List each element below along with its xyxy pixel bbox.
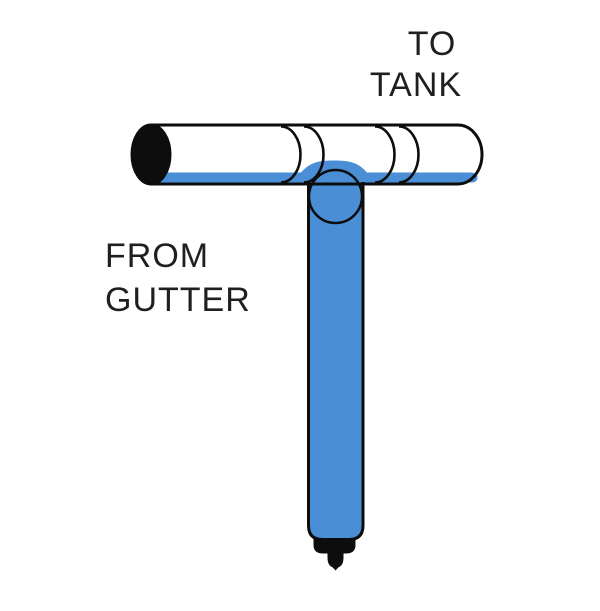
horizontal-pipe-outline — [149, 123, 484, 186]
horizontal-pipe-body — [151, 125, 482, 184]
outlet-cap — [313, 539, 356, 554]
label-to-tank-line2: TANK — [370, 66, 462, 104]
label-from-gutter-line2: GUTTER — [105, 281, 251, 319]
pipe-open-end — [130, 123, 172, 186]
water-level-and-mound — [153, 160, 478, 183]
water-drip — [327, 553, 344, 571]
coupling-arc-2 — [303, 125, 325, 184]
label-to-tank-line1: TO — [408, 25, 457, 63]
junction-outlet-circle — [307, 168, 364, 225]
label-from-gutter-line1: FROM — [105, 237, 209, 275]
vertical-pipe-water-column — [307, 182, 365, 541]
coupling-arc-4 — [398, 125, 420, 184]
coupling-arc-1 — [280, 125, 302, 184]
coupling-arc-3 — [374, 125, 396, 184]
